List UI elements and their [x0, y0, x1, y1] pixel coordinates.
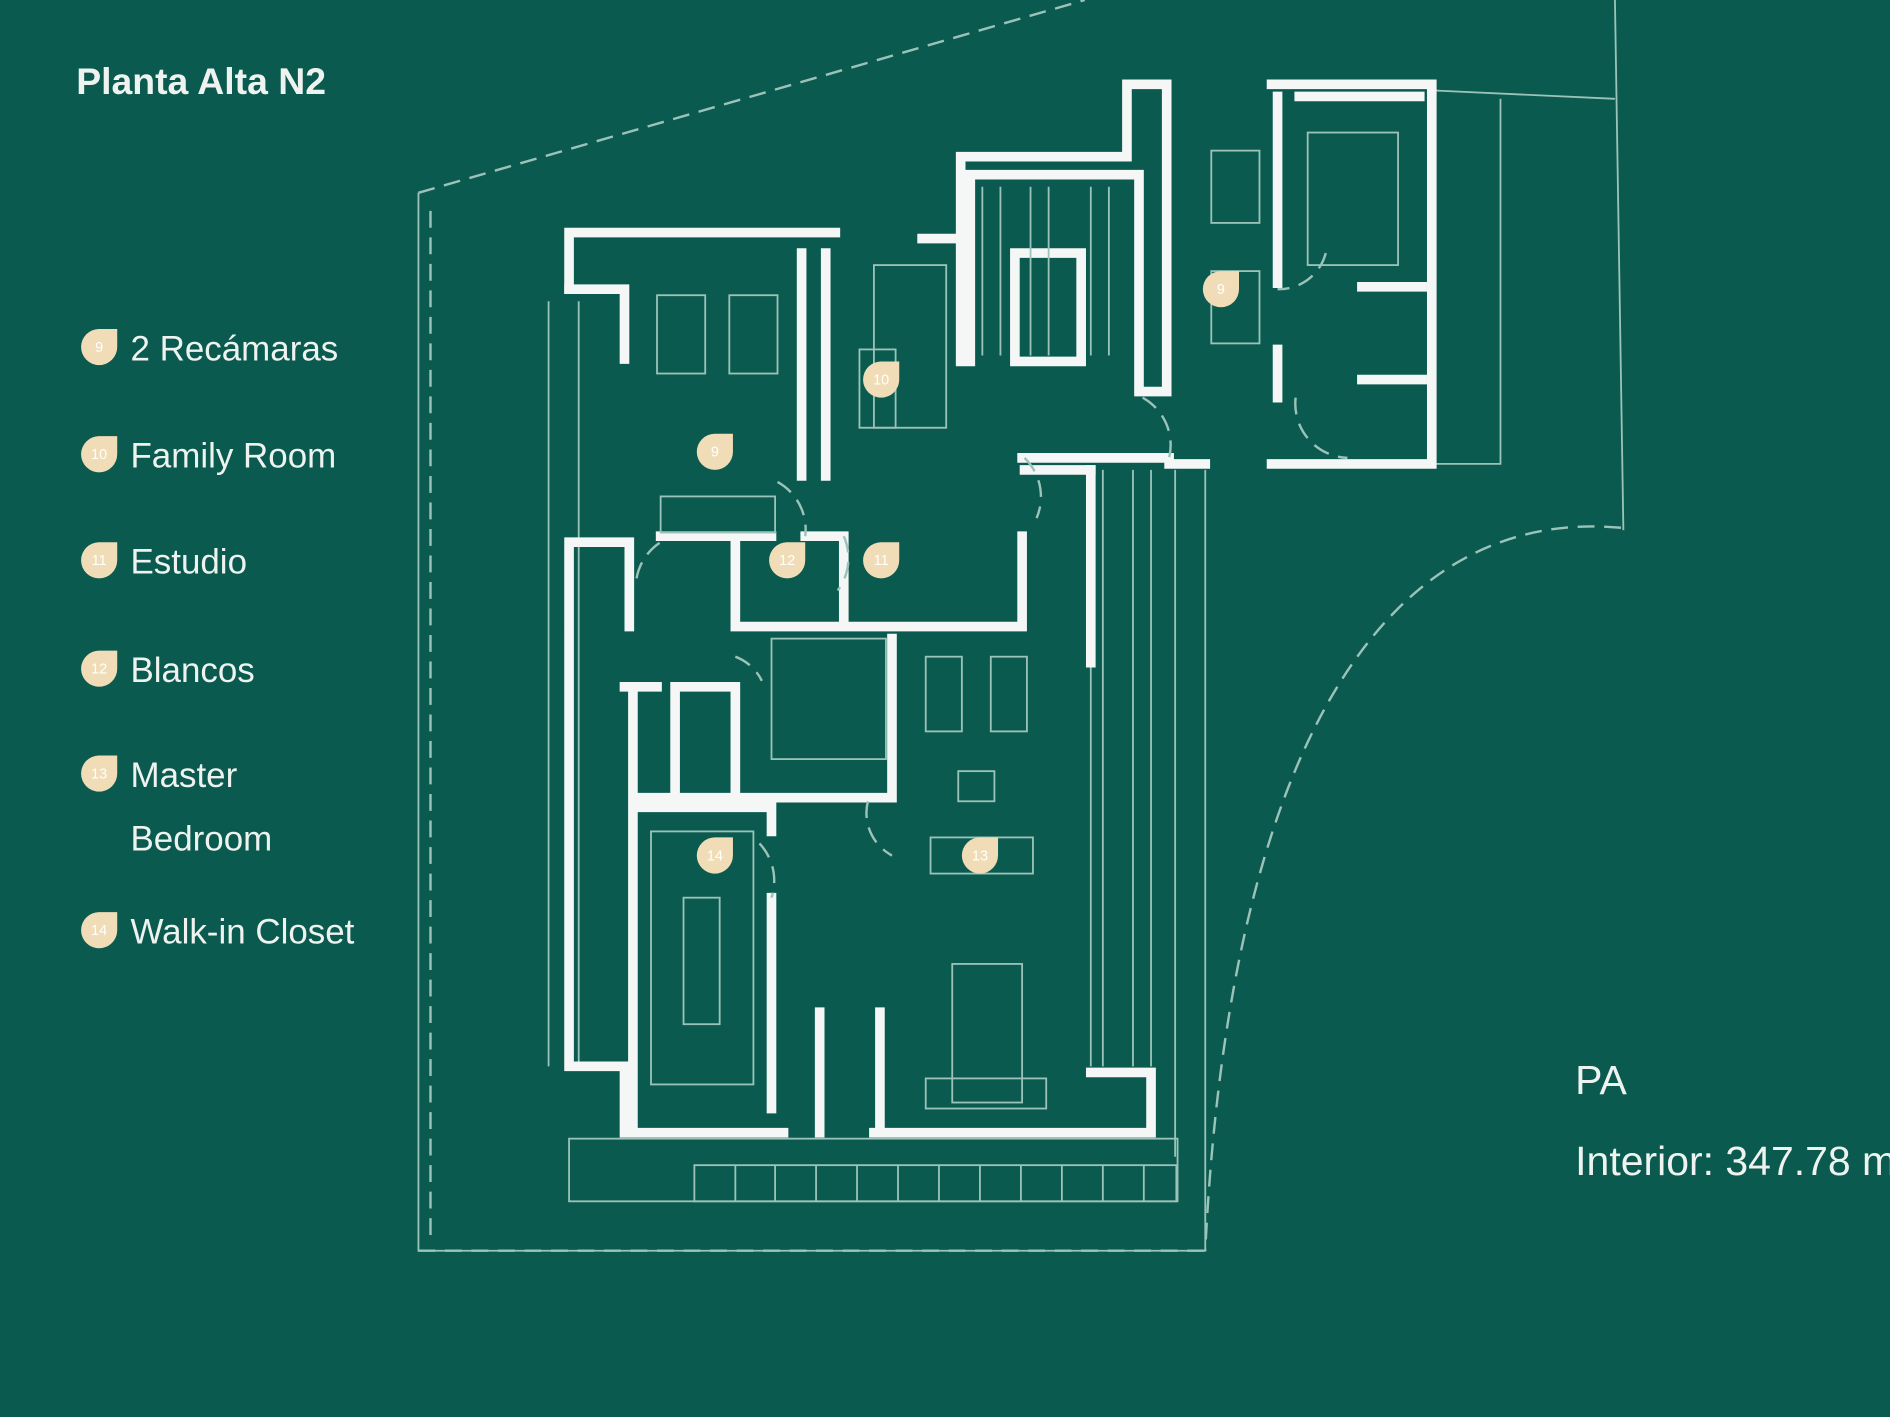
svg-text:12: 12: [779, 553, 795, 569]
page-title: Planta Alta N2: [76, 60, 326, 102]
level-label: PA: [1575, 1057, 1627, 1103]
room-marker-blancos: 12: [769, 542, 806, 579]
svg-text:9: 9: [1217, 282, 1225, 298]
svg-text:13: 13: [972, 848, 988, 864]
room-marker-walk-in-closet: 14: [696, 837, 733, 874]
legend-item: 10 Family Room: [81, 436, 336, 476]
room-marker-master-bedroom: 13: [961, 837, 999, 874]
legend-item: 12 Blancos: [81, 650, 255, 690]
legend-label: Master: [130, 756, 237, 795]
legend-number: 9: [95, 340, 103, 356]
legend-number: 13: [91, 766, 107, 782]
legend-label: Family Room: [130, 437, 336, 476]
svg-text:9: 9: [711, 445, 719, 461]
legend-item: 14 Walk-in Closet: [81, 912, 355, 951]
legend-label: 2 Recámaras: [130, 329, 338, 368]
svg-text:10: 10: [873, 372, 889, 388]
room-marker-estudio: 11: [863, 542, 900, 579]
legend-number: 10: [91, 447, 107, 463]
legend-number: 11: [92, 553, 107, 569]
legend-label: Estudio: [130, 543, 247, 582]
svg-text:14: 14: [707, 848, 723, 864]
site-boundary: [417, 0, 1625, 1252]
room-marker-family-room: 10: [863, 361, 900, 398]
legend-item: 9 2 Recámaras: [81, 328, 338, 368]
legend-label: Bedroom: [130, 820, 272, 859]
room-marker-recamara: 9: [696, 433, 733, 470]
legend-number: 12: [91, 662, 107, 678]
furniture: [635, 131, 1399, 1110]
legend-number: 14: [91, 923, 107, 939]
legend-label: Blancos: [130, 651, 254, 690]
room-marker-recamara: 9: [1202, 271, 1240, 308]
walls: [564, 79, 1437, 1138]
svg-text:11: 11: [874, 553, 889, 569]
terrace: [547, 301, 1179, 1203]
legend-label: Walk-in Closet: [130, 912, 354, 951]
plan-markers: 9 10 9 12 11 14 13: [696, 271, 1240, 874]
legend-item: 11 Estudio: [81, 542, 247, 582]
interior-area: Interior: 347.78 m²: [1575, 1138, 1890, 1184]
